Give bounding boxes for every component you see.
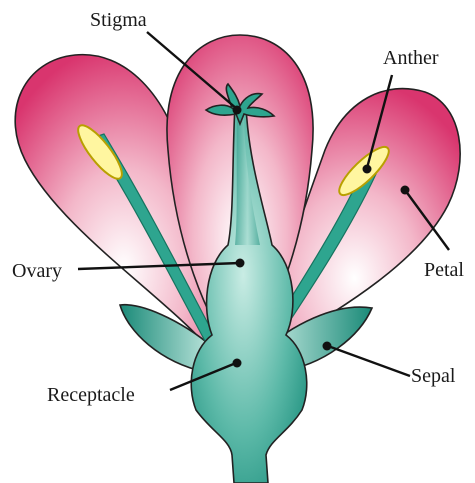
label-stigma: Stigma [90,9,147,31]
label-anther: Anther [383,47,439,69]
label-petal: Petal [424,259,464,281]
label-ovary: Ovary [12,260,62,282]
label-sepal: Sepal [411,365,456,387]
label-receptacle: Receptacle [47,384,135,406]
